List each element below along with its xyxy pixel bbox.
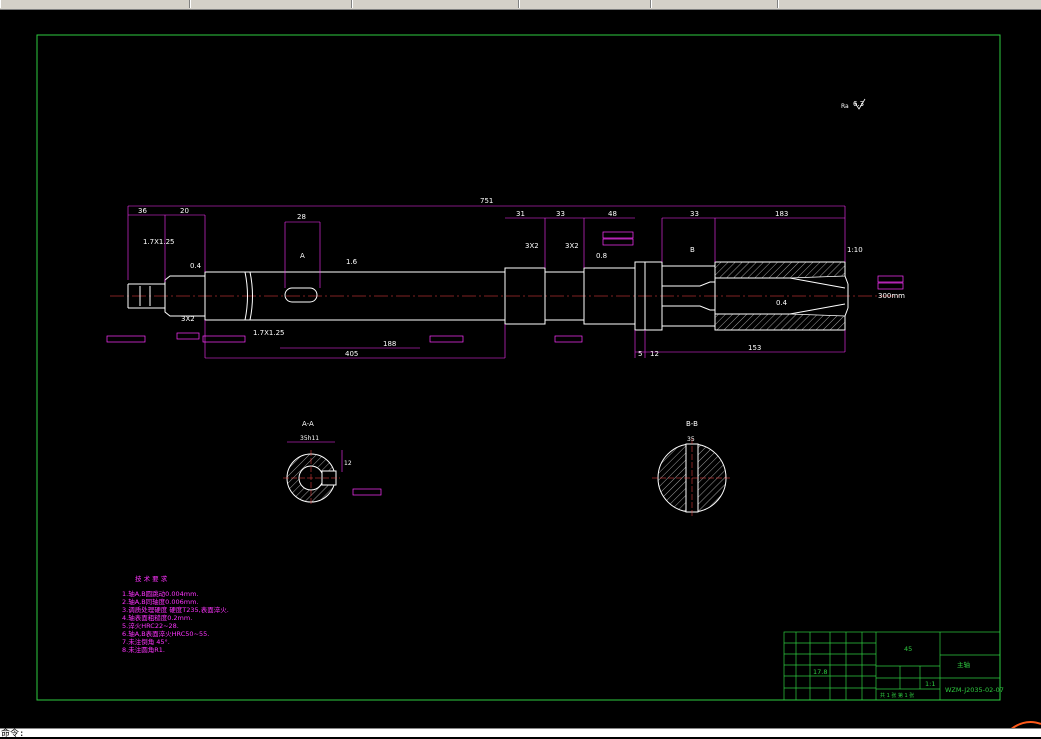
note-item: 7.未注倒角 45°. (122, 637, 170, 646)
toolbar-segment[interactable] (352, 0, 519, 8)
label-rough-16: 1.6 (346, 258, 358, 266)
label-rough-04b: 0.4 (776, 299, 788, 307)
label-thread-bottom: 1.7X1.25 (253, 329, 285, 337)
cad-drawing-canvas[interactable]: Ra 6.3 (0, 9, 1041, 728)
dim-405: 405 (345, 350, 358, 358)
dim-33: 33 (556, 210, 565, 218)
dim-48: 48 (608, 210, 617, 218)
tolerance-frames (106, 231, 904, 496)
title-sheet: 共 1 张 第 1 张 (880, 692, 914, 699)
note-item: 3.调质处理硬度 硬度T235,表面淬火. (122, 605, 229, 614)
note-item: 1.轴A,B圆跳动0.004mm. (122, 589, 199, 598)
notes-title: 技 术 要 求 (135, 574, 168, 583)
roughness-value: 6.3 (853, 100, 864, 108)
title-part-name: 主轴 (957, 660, 971, 669)
title-weight: 17.8 (813, 668, 827, 676)
roughness-symbol-global: Ra 6.3 (841, 98, 866, 110)
toolbar-segment[interactable] (778, 0, 1041, 8)
dimension-lines (127, 205, 846, 359)
label-angle: 1:10 (847, 246, 863, 254)
title-scale: 1:1 (925, 680, 935, 688)
section-aa-width: 35h11 (300, 435, 319, 442)
section-aa-depth: 12 (344, 460, 352, 467)
toolbar-segment[interactable] (651, 0, 778, 8)
dim-5: 5 (638, 350, 642, 358)
dim-total-length: 751 (480, 197, 493, 205)
note-item: 8.未注圆角R1. (122, 645, 165, 654)
label-section-b: B (690, 246, 695, 254)
sheet-border (36, 34, 1001, 701)
section-aa: A-A 35h11 12 (283, 420, 352, 506)
section-bb-dim: 35 (687, 436, 695, 443)
note-item: 4.轴表面粗糙度0.2mm. (122, 613, 192, 622)
note-item: 2.轴A,B同轴度0.006mm. (122, 597, 199, 606)
section-hatch-right (714, 261, 846, 331)
title-material: 45 (904, 645, 912, 653)
toolbar-segment[interactable] (190, 0, 352, 8)
section-aa-title: A-A (302, 420, 314, 428)
label-chamfer-left: 3X2 (181, 315, 195, 323)
toolbar-segment[interactable] (0, 0, 190, 8)
dim-31: 31 (516, 210, 525, 218)
label-rough-08: 0.8 (596, 252, 607, 260)
section-bb-title: B-B (686, 420, 698, 428)
cursor-mark (1011, 721, 1041, 728)
label-rough-04: 0.4 (190, 262, 202, 270)
title-block (783, 631, 1001, 701)
label-chamfer-mid2: 3X2 (565, 242, 579, 250)
note-item: 6.轴A,B表面淬火HRC50~55. (122, 629, 209, 638)
dim-20: 20 (180, 207, 189, 215)
note-item: 5.淬火HRC22~28. (122, 621, 179, 630)
technical-notes: 技 术 要 求 1.轴A,B圆跳动0.004mm. 2.轴A,B同轴度0.006… (122, 574, 229, 654)
toolbar-strip (0, 0, 1041, 10)
label-thread-left: 1.7X1.25 (143, 238, 175, 246)
svg-text:Ra: Ra (841, 103, 849, 110)
dim-28: 28 (297, 213, 306, 221)
dim-183: 183 (775, 210, 788, 218)
toolbar-segment[interactable] (519, 0, 651, 8)
command-line[interactable]: 命令: (0, 728, 1041, 739)
dim-33b: 33 (690, 210, 699, 218)
dim-153: 153 (748, 344, 761, 352)
dim-188: 188 (383, 340, 396, 348)
label-section-a: A (300, 252, 305, 260)
label-taper: 300mm (878, 292, 905, 300)
section-bb: B-B 35 (652, 420, 732, 518)
dim-12: 12 (650, 350, 659, 358)
command-prompt: 命令: (1, 729, 25, 739)
title-drawing-no: WZM-J2035-02-07 (945, 686, 1004, 694)
dim-36: 36 (138, 207, 147, 215)
label-chamfer-mid1: 3X2 (525, 242, 539, 250)
